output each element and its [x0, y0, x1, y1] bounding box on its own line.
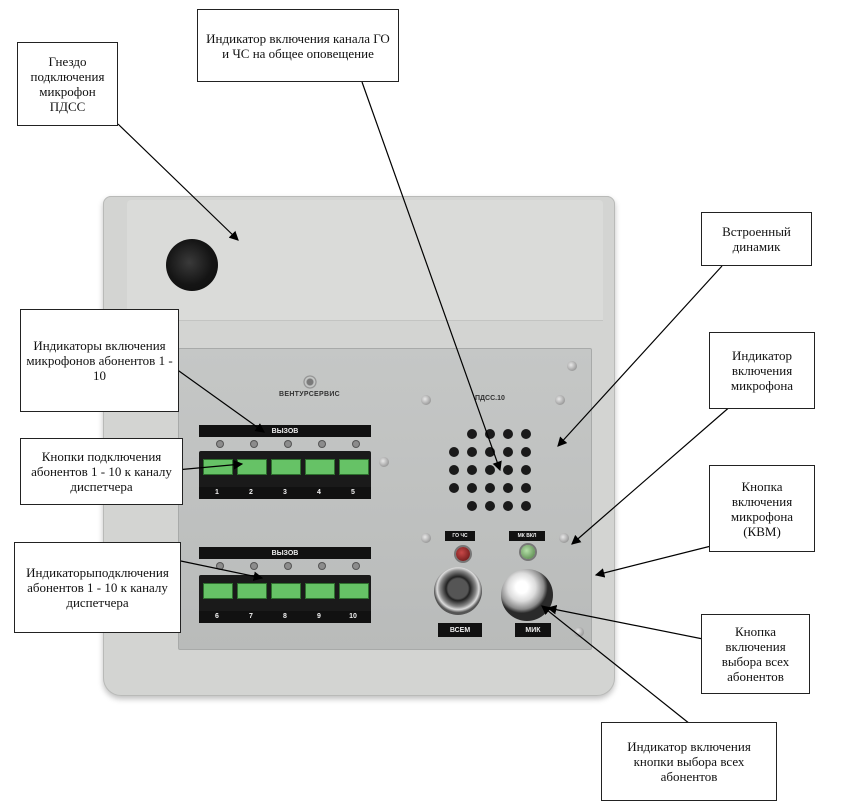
connection-indicator-led [217, 563, 223, 569]
callout-speaker: Встроенный динамик [701, 212, 812, 266]
call-label-bottom: ВЫЗОВ [199, 547, 371, 559]
subscriber-key-6[interactable] [203, 583, 233, 599]
brand-mark-icon [299, 375, 320, 389]
speaker-hole [449, 483, 459, 493]
control-faceplate: ВЕНТУРСЕРВИС ПДСС.10 ВЫЗОВ 1 2 3 4 5 ВЫЗ… [178, 348, 592, 650]
speaker-hole [485, 429, 495, 439]
callout-buttons: Кнопки подключения абонентов 1 - 10 к ка… [20, 438, 183, 505]
speaker-hole [449, 465, 459, 475]
speaker-hole [503, 447, 513, 457]
mic-on-indicator [521, 545, 535, 559]
speaker-hole [521, 447, 531, 457]
connection-indicator-row [203, 563, 373, 573]
speaker-hole [503, 429, 513, 439]
subscriber-key-1[interactable] [203, 459, 233, 475]
screw-icon [421, 533, 431, 543]
speaker-hole [449, 447, 459, 457]
brand-logo: ВЕНТУРСЕРВИС [279, 375, 340, 398]
mic-indicator-led [285, 441, 291, 447]
mic-indicator-led [251, 441, 257, 447]
subscriber-key-3[interactable] [271, 459, 301, 475]
speaker-hole [467, 483, 477, 493]
connection-indicator-led [251, 563, 257, 569]
mic-label: МИК [515, 623, 551, 637]
screw-icon [567, 361, 577, 371]
key-number: 6 [215, 613, 219, 620]
screw-icon [574, 627, 584, 637]
subscriber-key-4[interactable] [305, 459, 335, 475]
callout-all-button: Кнопка включения выбора всех абонентов [701, 614, 810, 694]
mic-indicator-led [217, 441, 223, 447]
speaker-hole [503, 465, 513, 475]
key-number: 5 [351, 489, 355, 496]
screw-icon [421, 395, 431, 405]
mic-indicator-led [319, 441, 325, 447]
subscriber-key-7[interactable] [237, 583, 267, 599]
connection-indicator-led [353, 563, 359, 569]
speaker-hole [521, 483, 531, 493]
screw-icon [379, 457, 389, 467]
go-chs-indicator [456, 547, 470, 561]
speaker-hole [467, 501, 477, 511]
speaker-hole [503, 501, 513, 511]
key-number: 2 [249, 489, 253, 496]
callout-all-indicator: Индикатор включения кнопки выбора всех а… [601, 722, 777, 801]
key-numbers-bottom: 6 7 8 9 10 [199, 611, 371, 623]
screw-icon [555, 395, 565, 405]
subscriber-key-9[interactable] [305, 583, 335, 599]
connection-indicator-led [319, 563, 325, 569]
subscriber-key-8[interactable] [271, 583, 301, 599]
callout-mic-indicators: Индикаторы включения микрофонов абоненто… [20, 309, 179, 412]
screw-icon [559, 533, 569, 543]
mic-on-tag: МК ВКЛ [509, 531, 545, 541]
speaker-hole [485, 501, 495, 511]
subscriber-keys-top [199, 451, 371, 491]
all-subscribers-button[interactable] [434, 567, 482, 615]
subscriber-key-5[interactable] [339, 459, 369, 475]
microphone-button[interactable] [501, 569, 553, 621]
speaker-grille [449, 429, 549, 519]
subscriber-key-10[interactable] [339, 583, 369, 599]
subscriber-keys-bottom [199, 575, 371, 615]
key-number: 4 [317, 489, 321, 496]
key-number: 10 [349, 613, 357, 620]
speaker-hole [521, 465, 531, 475]
model-label: ПДСС.10 [475, 395, 505, 402]
speaker-hole [521, 429, 531, 439]
speaker-hole [485, 465, 495, 475]
go-chs-tag: ГО ЧС [445, 531, 475, 541]
speaker-hole [503, 483, 513, 493]
subscriber-key-2[interactable] [237, 459, 267, 475]
mic-indicator-row [203, 441, 373, 451]
callout-jack: Гнездо подключения микрофон ПДСС [17, 42, 118, 126]
speaker-hole [467, 465, 477, 475]
speaker-hole [485, 483, 495, 493]
speaker-hole [467, 429, 477, 439]
callout-mic-indicator: Индикатор включения микрофона [709, 332, 815, 409]
key-number: 9 [317, 613, 321, 620]
call-label-top: ВЫЗОВ [199, 425, 371, 437]
key-number: 7 [249, 613, 253, 620]
microphone-jack[interactable] [166, 239, 218, 291]
mic-indicator-led [353, 441, 359, 447]
callout-go-chs: Индикатор включения канала ГО и ЧС на об… [197, 9, 399, 82]
key-number: 1 [215, 489, 219, 496]
callout-mic-button: Кнопка включения микрофона (КВМ) [709, 465, 815, 552]
key-number: 3 [283, 489, 287, 496]
key-number: 8 [283, 613, 287, 620]
callout-connection-indicators: Индикаторыподключения абонентов 1 - 10 к… [14, 542, 181, 633]
speaker-hole [467, 447, 477, 457]
connection-indicator-led [285, 563, 291, 569]
key-numbers-top: 1 2 3 4 5 [199, 487, 371, 499]
all-label: ВСЕМ [438, 623, 482, 637]
brand-name: ВЕНТУРСЕРВИС [279, 391, 341, 398]
speaker-hole [485, 447, 495, 457]
speaker-hole [521, 501, 531, 511]
